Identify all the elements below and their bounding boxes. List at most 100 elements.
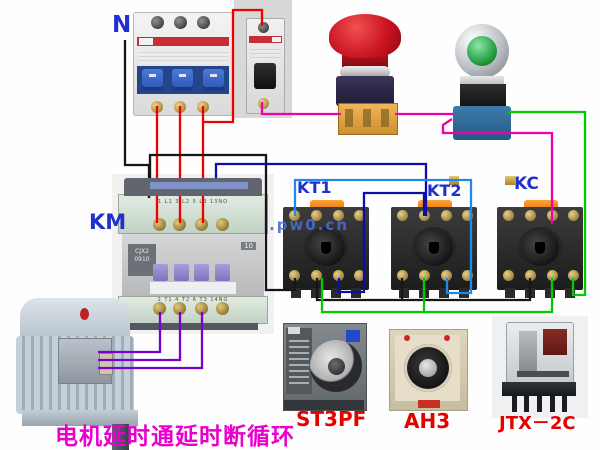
breaker-toggle-base xyxy=(137,66,229,94)
motor-base xyxy=(22,410,138,426)
terminal-screw xyxy=(503,270,514,281)
motor-cap-dot xyxy=(80,308,89,320)
timer-ah3 xyxy=(389,329,468,411)
breaker-label-band xyxy=(249,36,282,43)
terminal-screw xyxy=(216,218,229,231)
brand-chip xyxy=(288,327,300,334)
motor xyxy=(8,296,140,450)
relay-pin xyxy=(537,396,542,412)
motor-terminal-block xyxy=(99,353,113,375)
terminal-screw xyxy=(153,218,166,231)
contactor-feet xyxy=(128,323,258,330)
indicator-led xyxy=(444,335,450,341)
toggle-lever xyxy=(141,69,163,91)
relay-base xyxy=(502,382,576,396)
estop-button xyxy=(328,8,402,135)
relay-pin xyxy=(562,396,567,412)
terminal-screw xyxy=(289,270,300,281)
terminal-screw xyxy=(173,302,186,315)
terminal-screw xyxy=(153,302,166,315)
breaker-1pole xyxy=(246,18,285,114)
relay-bar xyxy=(517,371,569,377)
terminal-screw xyxy=(151,101,163,113)
model-text: CJX2 xyxy=(135,248,149,255)
relay-socket-kc xyxy=(497,200,583,298)
terminal-screw xyxy=(333,270,344,281)
terminal-screw xyxy=(354,210,365,221)
contactor-aux-label: 10 xyxy=(241,242,256,250)
breaker-spec-area xyxy=(250,46,281,60)
button-flange xyxy=(460,76,504,86)
socket-legs xyxy=(505,288,575,298)
contact-button xyxy=(194,264,209,281)
terminal-screw xyxy=(419,210,430,221)
motor-fan-cover xyxy=(20,298,130,340)
terminal-screw xyxy=(195,218,208,231)
terminal-screw xyxy=(195,302,208,315)
socket-legs xyxy=(399,288,469,298)
timer-knob xyxy=(419,359,437,377)
terminal-screw xyxy=(174,101,186,113)
label-relay-kt1: KT1 xyxy=(297,178,332,197)
caption-text: 电机延时通延时断循环 xyxy=(55,424,295,450)
blue-chip xyxy=(346,330,360,342)
terminal-screw xyxy=(397,270,408,281)
timer-base xyxy=(284,400,364,410)
terminal-screw xyxy=(258,98,269,109)
terminal-screw xyxy=(525,270,536,281)
terminal-screw xyxy=(173,218,186,231)
relay-frame xyxy=(519,331,537,371)
relay-pin xyxy=(550,396,555,412)
model-sub-text: 0910 xyxy=(134,256,150,263)
toggle-lever xyxy=(254,63,276,89)
terminal-screw xyxy=(441,210,452,221)
relay-clear-case xyxy=(506,322,574,386)
terminal-screw xyxy=(419,270,430,281)
label-contactor: KM xyxy=(89,210,127,234)
breaker-spec-area xyxy=(138,49,228,64)
terminal-base xyxy=(338,103,398,135)
terminal-screw xyxy=(197,101,209,113)
terminal-markings: 2 T1 4 T2 6 T3 14NO xyxy=(157,297,229,303)
terminal-screw xyxy=(354,270,365,281)
breaker-label-band xyxy=(137,37,229,46)
label-timer-ah3: AH3 xyxy=(404,409,451,433)
red-tag xyxy=(418,400,440,408)
contact-button xyxy=(215,264,230,281)
label-relay-kt2: KT2 xyxy=(427,181,462,200)
terminal-screw xyxy=(258,22,269,33)
label-neutral: N xyxy=(112,12,132,38)
label-relay-kc: KC xyxy=(514,174,539,194)
contact-button xyxy=(174,264,189,281)
contact-button xyxy=(153,264,168,281)
watermark: .pw0.cn xyxy=(269,216,349,234)
socket-legs xyxy=(291,288,361,298)
label-relay-jtx2c: JTX－2C xyxy=(499,413,576,434)
contactor-top-cap xyxy=(124,178,262,196)
indicator-led xyxy=(404,335,410,341)
timer-knob xyxy=(328,358,345,375)
terminal-screw xyxy=(503,210,514,221)
relay-pin xyxy=(512,396,517,412)
mounting-ring xyxy=(340,66,390,78)
timer-st3pf xyxy=(283,323,367,411)
terminal-screw xyxy=(197,16,210,29)
terminal-screw xyxy=(441,270,452,281)
terminal-screw xyxy=(397,210,408,221)
start-button xyxy=(448,22,516,185)
terminal-screw xyxy=(151,16,164,29)
relay-socket-kt2 xyxy=(391,200,477,298)
terminal-markings: 1 L1 3 L2 5 L3 13NO xyxy=(157,199,229,205)
toggle-lever xyxy=(203,69,225,91)
motor-shaft xyxy=(112,424,129,450)
relay-socket-kt1 xyxy=(283,200,369,298)
contactor-model-label: CJX2 0910 xyxy=(128,244,156,276)
green-cap xyxy=(467,36,497,66)
nameplate-strip xyxy=(150,282,236,294)
socket-pin-circle xyxy=(518,227,562,269)
terminal-screw xyxy=(525,210,536,221)
breaker-3pole xyxy=(133,12,233,116)
timer-side-panel xyxy=(286,328,312,394)
terminal-screw xyxy=(174,16,187,29)
